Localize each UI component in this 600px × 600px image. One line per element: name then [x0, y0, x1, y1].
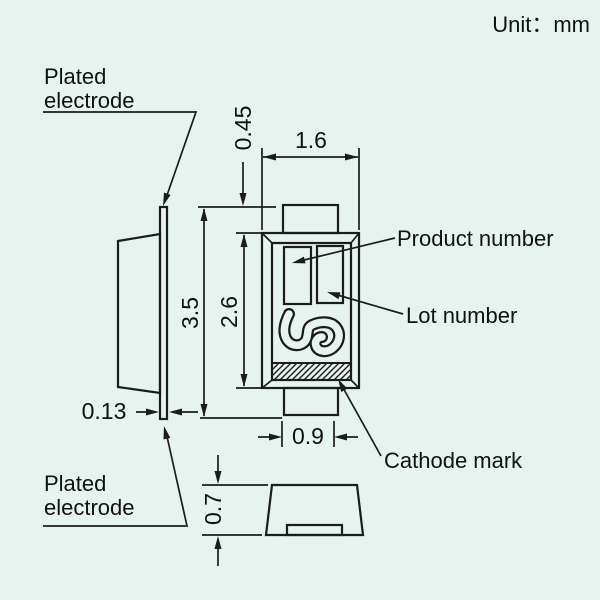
plated-electrode-top-line1: Plated: [44, 64, 106, 89]
cathode-mark-label: Cathode mark: [384, 448, 523, 473]
cathode-mark-bar: [271, 362, 352, 381]
bottom-terminal-tab: [282, 386, 340, 417]
arrow-up-3-5: [200, 208, 208, 221]
plated-electrode-bottom-line1: Plated: [44, 471, 106, 496]
lot-number-mark-area: [315, 244, 345, 305]
arrow-cathode-mark: [338, 379, 348, 392]
dimension-terminal-width: 0.9: [258, 421, 358, 449]
dim-text-0-9: 0.9: [292, 423, 324, 449]
leader-plated-top: [43, 111, 198, 202]
arrow-right-1-6: [345, 153, 358, 161]
dim-text-2-6: 2.6: [216, 296, 242, 328]
callout-plated-electrode-bottom: Plated electrode: [43, 426, 189, 527]
front-view-bottom-electrode: [285, 523, 344, 537]
callout-lot-number: Lot number: [327, 292, 517, 328]
arrow-plated-bottom: [163, 426, 171, 440]
extension-lines-1-6: [261, 148, 360, 230]
arrow-left-0-13: [169, 408, 182, 416]
dim-text-0-45: 0.45: [230, 106, 256, 151]
dimension-body-length: 2.6: [216, 232, 261, 389]
leader-lot-number: [333, 293, 404, 315]
dimension-electrode-thickness: 0.13: [82, 398, 198, 424]
unit-label: Unit：mm: [492, 12, 590, 37]
product-number-label: Product number: [397, 226, 554, 251]
arrow-up-2-6: [240, 234, 248, 247]
callout-cathode-mark: Cathode mark: [338, 379, 523, 473]
side-view: [116, 205, 169, 421]
callout-product-number: Product number: [292, 226, 554, 264]
arrow-left-0-9: [334, 433, 347, 441]
arrow-down-3-5: [200, 404, 208, 417]
top-view: [260, 203, 361, 417]
arrow-right-0-9: [269, 433, 282, 441]
body-chamfer-lines: [261, 232, 360, 389]
tick-lines-0-9: [281, 421, 335, 447]
side-view-plated-electrode: [158, 205, 169, 421]
dim-text-3-5: 3.5: [177, 297, 203, 329]
marking-glyph-fill: [280, 310, 343, 355]
arrow-product-number: [292, 256, 306, 264]
arrow-right-0-13: [146, 408, 159, 416]
side-view-body: [116, 232, 162, 395]
extension-lines-0-7: [202, 484, 268, 536]
arrow-down-0-7: [214, 471, 222, 484]
body-outer-edge: [260, 231, 361, 390]
dimension-package-height: 0.7: [200, 455, 268, 566]
arrow-up-0-7: [214, 536, 222, 549]
arrow-plated-top: [163, 192, 171, 206]
top-terminal-tab: [281, 203, 340, 235]
dimension-overall-length: 3.5: [177, 208, 282, 419]
product-number-mark-area: [282, 245, 313, 306]
arrow-down-0-45: [239, 193, 247, 206]
plated-electrode-bottom-line2: electrode: [44, 495, 135, 520]
leader-product-number: [299, 237, 396, 262]
front-view: [264, 483, 365, 537]
arrow-lot-number: [327, 292, 341, 300]
lot-number-label: Lot number: [406, 303, 517, 328]
callout-plated-electrode-top: Plated electrode: [43, 64, 198, 206]
extension-lines-2-6: [236, 232, 261, 389]
dimension-body-width: 1.6: [261, 127, 360, 230]
front-view-body: [264, 483, 365, 537]
arrow-down-2-6: [240, 374, 248, 387]
leader-cathode-mark: [341, 385, 382, 457]
leader-plated-bottom: [43, 431, 189, 527]
dim-text-0-13: 0.13: [82, 398, 127, 424]
arrow-left-1-6: [263, 153, 276, 161]
dim-text-0-7: 0.7: [200, 493, 226, 525]
dim-text-1-6: 1.6: [295, 127, 327, 153]
dimension-electrode-protrusion: 0.45: [198, 106, 276, 208]
plated-electrode-top-line2: electrode: [44, 88, 135, 113]
